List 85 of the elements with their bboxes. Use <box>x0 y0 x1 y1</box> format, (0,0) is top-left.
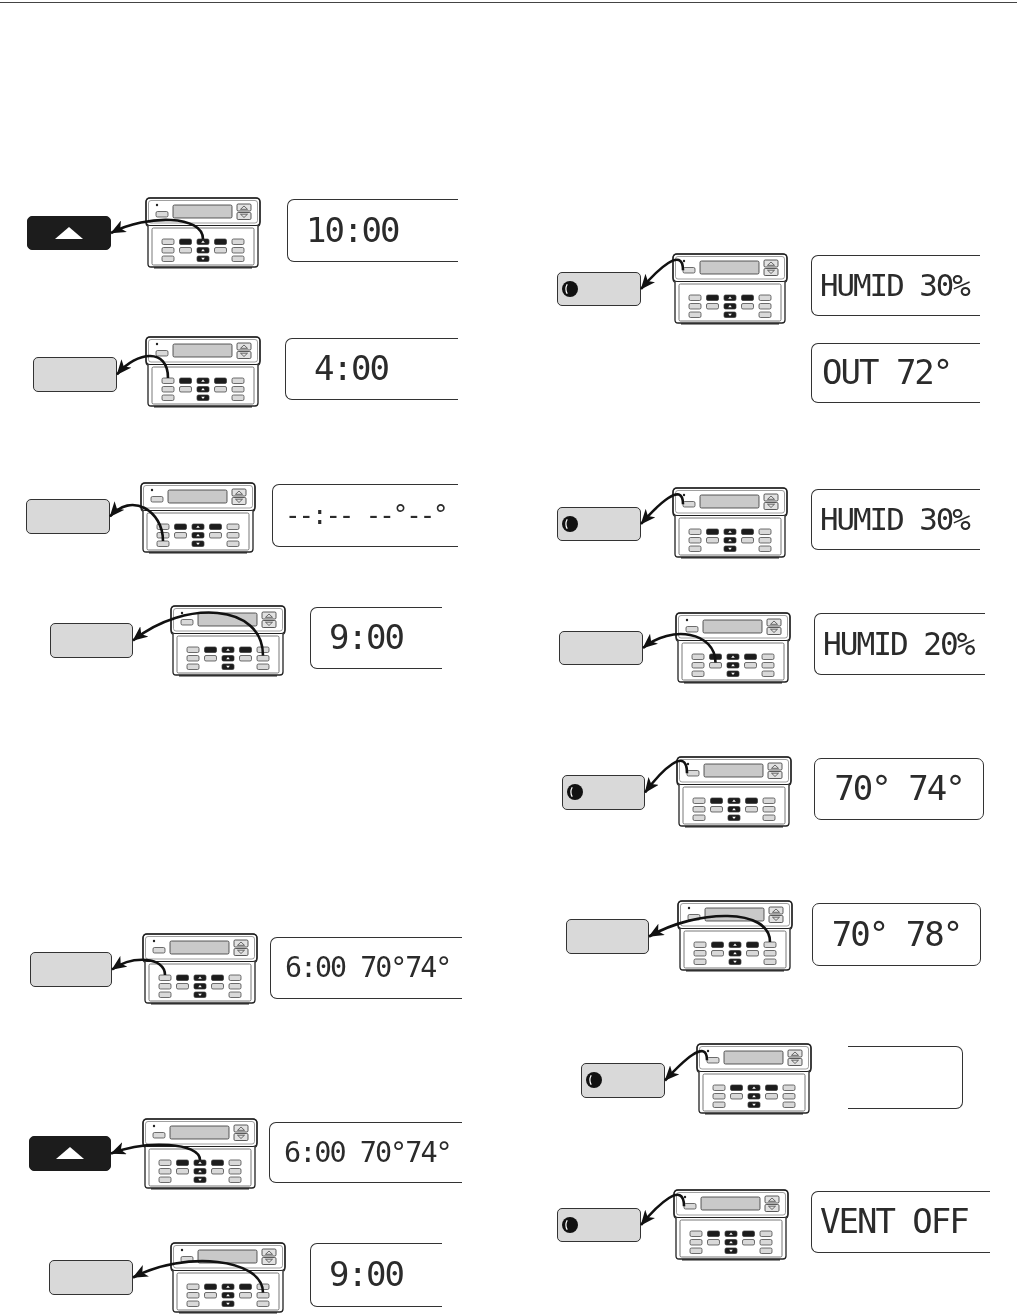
curved-arrow <box>110 218 205 240</box>
curved-arrow <box>111 956 167 976</box>
curved-arrow <box>132 611 265 656</box>
lcd-display <box>269 1122 462 1183</box>
button-callout <box>566 919 649 954</box>
button-callout <box>27 216 111 250</box>
keypad-key <box>763 941 777 948</box>
lcd-display <box>811 343 980 403</box>
thermostat-illustration <box>696 1043 812 1115</box>
button-callout <box>30 952 112 987</box>
thermostat-illustration <box>170 1242 286 1314</box>
lcd-readout: HUMID 30% <box>820 268 969 303</box>
lcd-readout: 9:00 <box>329 1256 403 1294</box>
lcd-readout: HUMID 20% <box>823 626 974 662</box>
keypad-key <box>161 377 175 384</box>
lcd-display <box>285 338 458 400</box>
curved-arrow <box>664 1050 709 1082</box>
curved-arrow <box>132 1259 265 1293</box>
thermostat-illustration <box>676 756 792 828</box>
lcd-display <box>848 1046 963 1109</box>
keypad-key <box>156 540 170 547</box>
lcd-readout: VENT OFF <box>820 1203 968 1241</box>
lcd-display <box>310 607 442 669</box>
lcd-display <box>270 937 462 999</box>
lcd-display <box>272 484 458 547</box>
curved-arrow <box>642 632 717 663</box>
curved-arrow <box>643 759 689 794</box>
thermostat-illustration <box>673 1189 789 1261</box>
button-callout <box>50 623 133 658</box>
lcd-readout: OUT 72° <box>822 354 952 392</box>
keypad-key <box>682 501 696 508</box>
curved-arrow <box>648 914 772 943</box>
button-callout <box>581 1063 665 1098</box>
button-callout <box>559 631 643 665</box>
lcd-readout: 4:00 <box>314 350 388 388</box>
thermostat-illustration <box>677 900 793 972</box>
lcd-readout: 6:00 70°74° <box>284 1136 451 1169</box>
button-callout <box>557 1208 641 1242</box>
thermostat-illustration <box>672 253 788 325</box>
thermostat-illustration <box>142 933 258 1005</box>
keypad-key <box>683 1203 697 1210</box>
thermostat-illustration <box>672 487 788 559</box>
thermostat-illustration <box>170 605 286 677</box>
keypad-key <box>686 770 700 777</box>
keypad-key <box>706 1057 720 1064</box>
lcd-display <box>811 255 980 316</box>
keypad-key <box>193 1159 207 1166</box>
thermostat-illustration <box>145 197 261 269</box>
lcd-display <box>310 1243 442 1307</box>
lcd-display <box>811 1191 990 1253</box>
lcd-readout: 9:00 <box>329 619 403 657</box>
button-callout <box>562 775 645 810</box>
button-callout <box>49 1260 133 1295</box>
curved-arrow <box>640 258 685 290</box>
keypad-key <box>158 974 172 981</box>
lcd-readout: 6:00 70°74° <box>285 952 451 984</box>
lcd-display <box>287 199 458 262</box>
lcd-display <box>811 489 980 550</box>
button-callout <box>26 499 110 534</box>
thermostat-illustration <box>140 482 256 554</box>
curved-arrow <box>640 1193 686 1226</box>
keypad-key <box>256 655 270 662</box>
curved-arrow <box>116 354 170 379</box>
keypad-key <box>196 238 210 245</box>
thermostat-illustration <box>145 336 261 408</box>
lcd-readout: HUMID 30% <box>820 502 969 537</box>
button-callout <box>557 507 641 541</box>
keypad-key <box>256 1292 270 1299</box>
lcd-display <box>814 613 985 675</box>
lcd-display <box>814 758 984 820</box>
lcd-readout: 70° 78° <box>831 915 962 954</box>
thermostat-illustration <box>675 612 791 684</box>
curved-arrow <box>110 1142 202 1161</box>
curved-arrow <box>640 493 685 525</box>
button-callout <box>557 272 641 306</box>
button-callout <box>33 357 117 392</box>
lcd-display <box>812 903 981 966</box>
keypad-key <box>709 662 722 669</box>
thermostat-illustration <box>142 1118 258 1190</box>
lcd-readout: 70° 74° <box>834 770 964 808</box>
button-callout <box>29 1136 111 1171</box>
lcd-readout: 10:00 <box>306 211 399 250</box>
keypad-key <box>682 267 696 274</box>
curved-arrow <box>109 501 165 542</box>
lcd-readout: --:-- --°--° <box>285 501 447 530</box>
